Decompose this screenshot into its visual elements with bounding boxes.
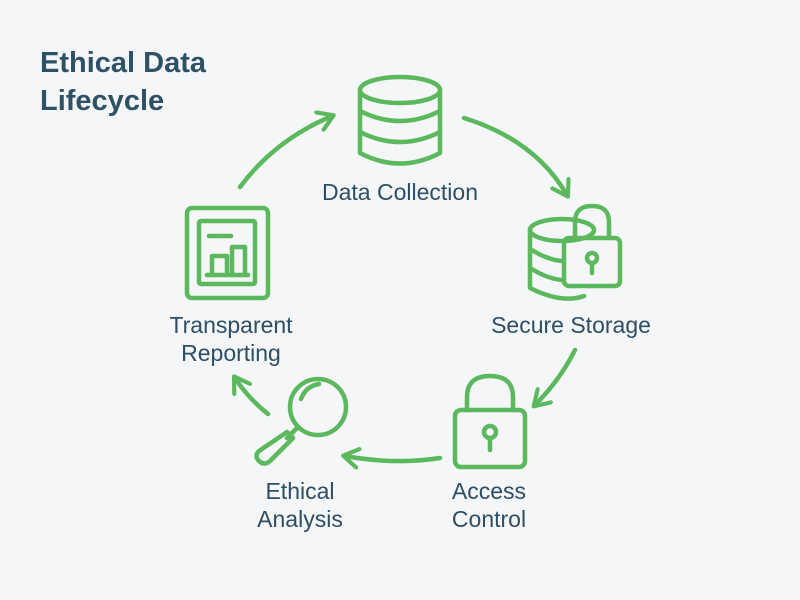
title-line-1: Ethical Data	[40, 47, 206, 79]
database-icon	[357, 74, 443, 166]
padlock-icon	[452, 373, 528, 470]
arrow-storage-to-access	[535, 347, 578, 405]
report-chart-icon	[184, 205, 271, 301]
stage-label-data-collection: Data Collection	[322, 179, 478, 205]
stage-data-collection: Data Collection	[322, 179, 478, 205]
title-line-2: Lifecycle	[40, 85, 165, 117]
stage-label-access-control-line-2: Control	[452, 506, 526, 532]
stage-label-ethical-analysis-line-1: Ethical	[265, 478, 334, 504]
stage-label-transparent-reporting-line-2: Reporting	[181, 340, 281, 366]
diagram-title: Ethical Data Lifecycle	[40, 44, 206, 120]
stage-label-ethical-analysis-line-2: Analysis	[257, 506, 343, 532]
stage-label-transparent-reporting-line-1: Transparent	[169, 312, 293, 338]
database-lock-icon	[527, 203, 623, 301]
stage-transparent-reporting: Transparent Reporting	[169, 312, 293, 366]
stage-access-control: Access Control	[452, 478, 526, 532]
stage-label-access-control-line-1: Access	[452, 478, 526, 504]
stage-label-secure-storage: Secure Storage	[491, 312, 651, 338]
arrow-reporting-to-collection	[237, 116, 332, 190]
arrow-collection-to-storage	[461, 115, 567, 195]
stage-secure-storage: Secure Storage	[491, 312, 651, 338]
magnifier-icon	[254, 376, 349, 466]
arrow-analysis-to-reporting	[235, 378, 271, 417]
arrow-access-to-analysis	[345, 456, 443, 461]
stage-ethical-analysis: Ethical Analysis	[257, 478, 343, 532]
